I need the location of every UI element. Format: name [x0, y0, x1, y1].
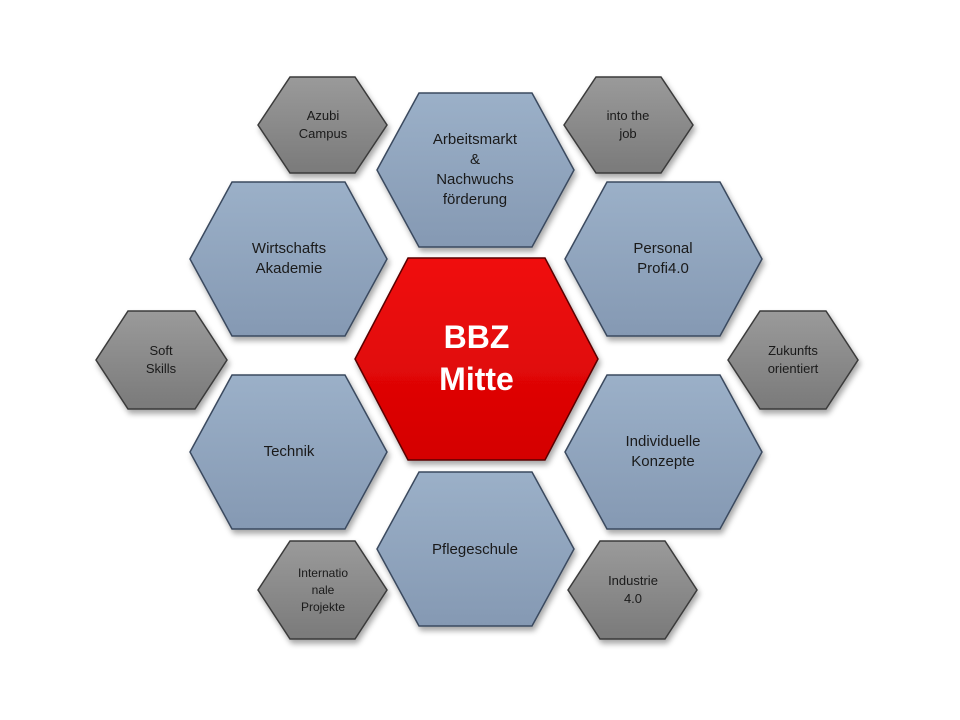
hex-inner-arbeitsmarkt [376, 92, 575, 248]
label-zukunfts: Zukunfts orientiert [767, 342, 819, 376]
hex-outer-industrie [567, 540, 698, 640]
hex-inner-personal [564, 181, 763, 337]
label-pflegeschule: Pflegeschule [432, 540, 518, 558]
label-individuelle: Individuelle Konzepte [625, 432, 701, 470]
hex-outer-azubi [257, 76, 388, 174]
hex-inner-individuelle [564, 374, 763, 530]
label-technik: Technik [263, 442, 315, 460]
hex-inner-wirtschafts [189, 181, 388, 337]
label-wirtschafts: Wirtschafts Akademie [251, 239, 327, 277]
hex-outer-into-the-job [563, 76, 694, 174]
label-industrie: Industrie 4.0 [608, 572, 658, 606]
center-label: BBZ Mitte [439, 319, 514, 397]
label-azubi: Azubi Campus [298, 107, 348, 141]
label-personal: Personal Profi4.0 [633, 239, 693, 277]
hex-inner-pflegeschule [376, 471, 575, 627]
hex-inner-technik [189, 374, 388, 530]
label-into-the-job: into the job [606, 107, 650, 141]
label-soft-skills: Soft Skills [145, 342, 177, 376]
label-internationale: Internatio nale Projekte [297, 566, 349, 614]
hex-center-bbz [354, 257, 599, 461]
label-arbeitsmarkt: Arbeitsmarkt & Nachwuchs förderung [432, 130, 518, 209]
hex-outer-soft-skills [95, 310, 228, 410]
hex-outer-internationale [257, 540, 388, 640]
hex-outer-zukunfts [727, 310, 859, 410]
